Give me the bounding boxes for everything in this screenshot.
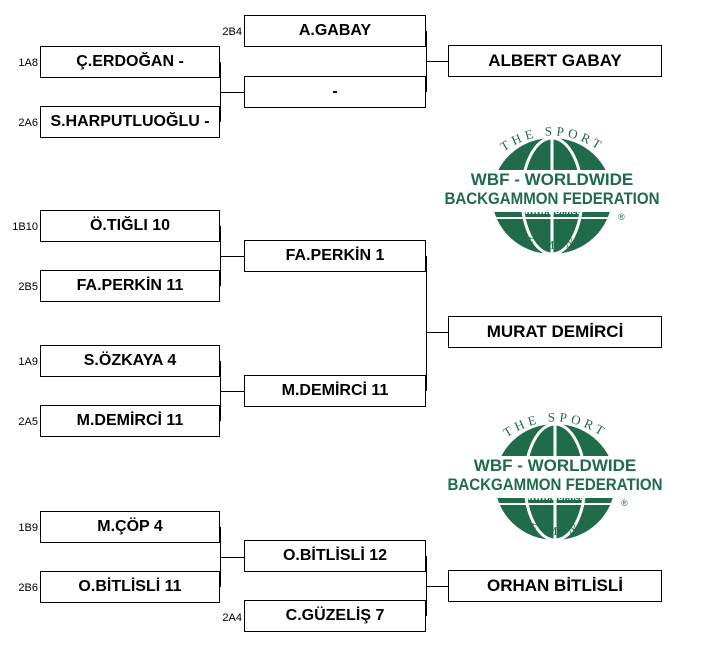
seed-label: 2A4 bbox=[222, 612, 242, 624]
seed-label: 2B5 bbox=[18, 281, 38, 293]
seed-label: 2A6 bbox=[18, 117, 38, 129]
round2-box-bitlisli: O.BİTLİSLİ 12 bbox=[244, 540, 426, 572]
logo-line2: BACKGAMMON FEDERATION bbox=[445, 189, 660, 208]
seed-label: 1A8 bbox=[18, 57, 38, 69]
seed-label: 2A5 bbox=[18, 416, 38, 428]
logo-line1: WBF - WORLDWIDE bbox=[474, 456, 636, 475]
player-box-tigli: Ö.TIĞLI 10 bbox=[40, 210, 220, 242]
player-box-gabay: A.GABAY bbox=[244, 15, 426, 47]
player-box-guzelis: C.GÜZELİŞ 7 bbox=[244, 600, 426, 632]
group-winner-box-gabay: ALBERT GABAY bbox=[448, 45, 662, 77]
logo-line1: WBF - WORLDWIDE bbox=[471, 170, 633, 189]
connector-line bbox=[426, 256, 427, 391]
connector-line bbox=[220, 256, 244, 257]
connector-line bbox=[220, 92, 244, 93]
seed-label: 1B9 bbox=[18, 522, 38, 534]
wbf-logo: THE SPORT WBF - WORLDWIDE BACKGAMMON FED… bbox=[445, 409, 666, 542]
player-box-demirci: M.DEMİRCİ 11 bbox=[40, 405, 220, 437]
player-box-cop: M.ÇÖP 4 bbox=[40, 511, 220, 543]
player-box-ozkaya: S.ÖZKAYA 4 bbox=[40, 345, 220, 377]
connector-line bbox=[426, 61, 448, 62]
wbf-logo: THE SPORT WBF - WORLDWIDE BACKGAMMON FED… bbox=[442, 123, 663, 256]
player-box-erdogan: Ç.ERDOĞAN - bbox=[40, 46, 220, 78]
registered-icon: ® bbox=[618, 212, 625, 222]
group-winner-box-demirci: MURAT DEMİRCİ bbox=[448, 316, 662, 348]
registered-icon: ® bbox=[621, 498, 628, 508]
connector-line bbox=[426, 586, 448, 587]
connector-line bbox=[220, 391, 244, 392]
player-box-bitlisli: O.BİTLİSLİ 11 bbox=[40, 571, 220, 603]
round2-box-demirci: M.DEMİRCİ 11 bbox=[244, 375, 426, 407]
connector-line bbox=[426, 332, 448, 333]
globe-icon bbox=[442, 136, 663, 256]
seed-label: 1B10 bbox=[12, 221, 38, 233]
round2-box-perkin: FA.PERKİN 1 bbox=[244, 240, 426, 272]
seed-label: 2B6 bbox=[18, 582, 38, 594]
logo-url: www.wbf.net bbox=[527, 492, 583, 502]
seed-label: 2B4 bbox=[222, 26, 242, 38]
connector-line bbox=[220, 557, 244, 558]
player-box-harputluoglu: S.HARPUTLUOĞLU - bbox=[40, 106, 220, 138]
globe-icon bbox=[445, 422, 666, 542]
group-winner-box-bitlisli: ORHAN BİTLİSLİ bbox=[448, 570, 662, 602]
logo-url: www.wbf.net bbox=[524, 206, 580, 216]
player-box-perkin: FA.PERKİN 11 bbox=[40, 270, 220, 302]
seed-label: 1A9 bbox=[18, 356, 38, 368]
round2-winner-box: - bbox=[244, 76, 426, 108]
logo-line2: BACKGAMMON FEDERATION bbox=[448, 475, 663, 494]
